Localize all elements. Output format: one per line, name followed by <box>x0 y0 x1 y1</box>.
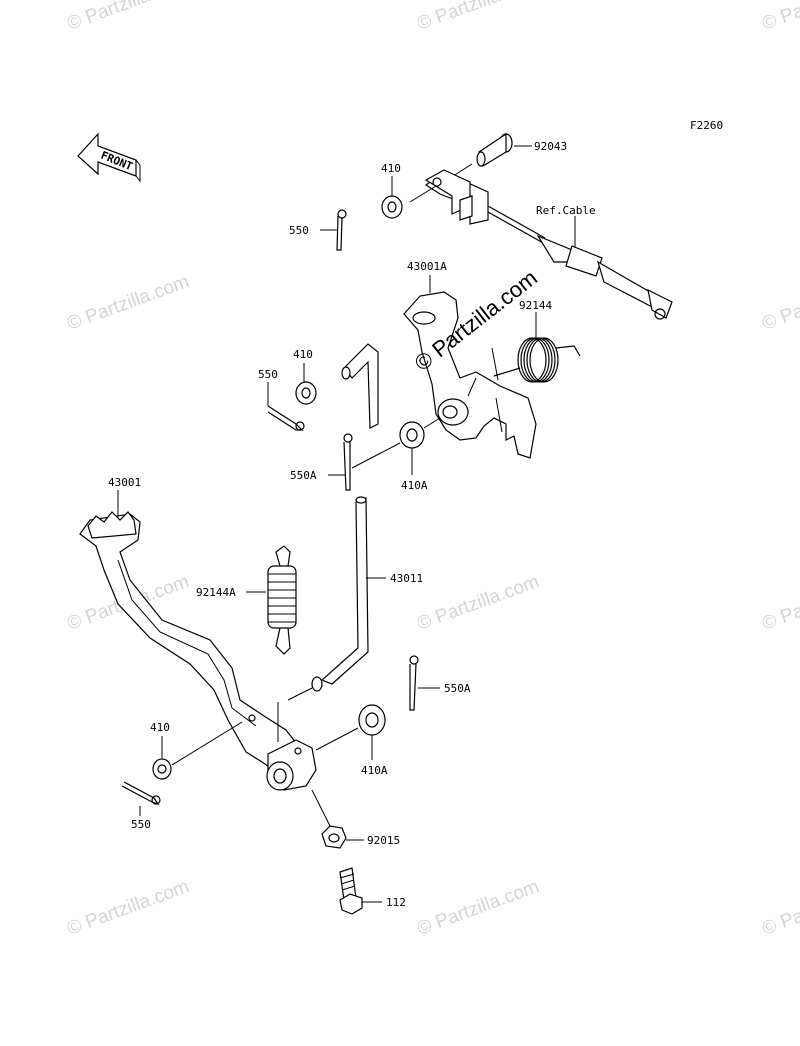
callout-92043: 92043 <box>534 140 567 153</box>
callout-43011: 43011 <box>390 572 423 585</box>
pin-bent <box>341 343 379 429</box>
watermark: © Partzilla.com <box>65 0 192 35</box>
pedal-pivot-boss <box>266 739 317 791</box>
washer-410-low <box>152 758 172 780</box>
cotter-pin-550A-low <box>409 655 419 711</box>
watermark-text: © Partzilla.com <box>65 271 192 335</box>
watermark: © Partzilla.com <box>415 571 542 635</box>
cotter-pin-550A-mid <box>343 433 353 491</box>
brake-pedal-43001 <box>79 511 301 777</box>
watermark-text: © Partzilla.com <box>760 876 800 940</box>
watermark: © Partzilla.com <box>760 0 800 35</box>
watermark: © Partzilla.com <box>415 0 542 35</box>
washer-410A-low <box>358 704 386 736</box>
clutch-cable <box>487 205 673 320</box>
watermark: © Partzilla.com <box>760 876 800 940</box>
callout-550-low: 550 <box>131 818 151 831</box>
bolt-112 <box>339 867 363 915</box>
callout-410-mid: 410 <box>293 348 313 361</box>
cotter-pin-550-mid <box>267 405 305 431</box>
pin-92043 <box>476 132 513 167</box>
callout-ref-cable: Ref.Cable <box>536 204 596 217</box>
callout-410A-mid: 410A <box>401 479 428 492</box>
watermark-text: © Partzilla.com <box>65 0 192 35</box>
callout-92144A: 92144A <box>196 586 236 599</box>
rod-43011 <box>311 496 369 692</box>
clevis-joint <box>424 169 489 225</box>
figure-code: F2260 <box>690 119 723 132</box>
watermark-layer: © Partzilla.com © Partzilla.com © Partzi… <box>65 0 800 940</box>
watermark: © Partzilla.com <box>65 876 192 940</box>
nut-92015 <box>321 825 347 849</box>
callout-550A-low: 550A <box>444 682 471 695</box>
watermark: © Partzilla.com <box>415 876 542 940</box>
watermark-text: © Partzilla.com <box>415 571 542 635</box>
watermark-text: © Partzilla.com <box>760 0 800 35</box>
watermark-text: © Partzilla.com <box>415 0 542 35</box>
callout-labels: 92043 410 550 Ref.Cable 43001A 92144 410… <box>108 140 596 909</box>
callout-550-top: 550 <box>289 224 309 237</box>
washer-410-top <box>381 195 403 219</box>
watermark: © Partzilla.com <box>760 271 800 335</box>
callout-550-mid: 550 <box>258 368 278 381</box>
cotter-pin-550-low <box>121 781 161 806</box>
spring-92144A <box>267 545 297 655</box>
callout-410-low: 410 <box>150 721 170 734</box>
callout-550A-mid: 550A <box>290 469 317 482</box>
washer-410-mid <box>295 381 317 405</box>
watermark-text: © Partzilla.com <box>760 271 800 335</box>
callout-92015: 92015 <box>367 834 400 847</box>
washer-410A-mid <box>399 421 425 449</box>
cotter-pin-550-top <box>336 209 347 251</box>
callout-410-top: 410 <box>381 162 401 175</box>
watermark-text: © Partzilla.com <box>760 571 800 635</box>
callout-112: 112 <box>386 896 406 909</box>
watermark-text: © Partzilla.com <box>65 876 192 940</box>
callout-92144: 92144 <box>519 299 552 312</box>
callout-410A-low: 410A <box>361 764 388 777</box>
spring-92144 <box>493 337 581 383</box>
lever-43001A <box>403 291 537 459</box>
watermark: © Partzilla.com <box>65 271 192 335</box>
callout-43001A: 43001A <box>407 260 447 273</box>
watermark: © Partzilla.com <box>760 571 800 635</box>
front-direction-arrow: FRONT <box>77 132 141 183</box>
watermark-text: © Partzilla.com <box>415 876 542 940</box>
callout-43001: 43001 <box>108 476 141 489</box>
